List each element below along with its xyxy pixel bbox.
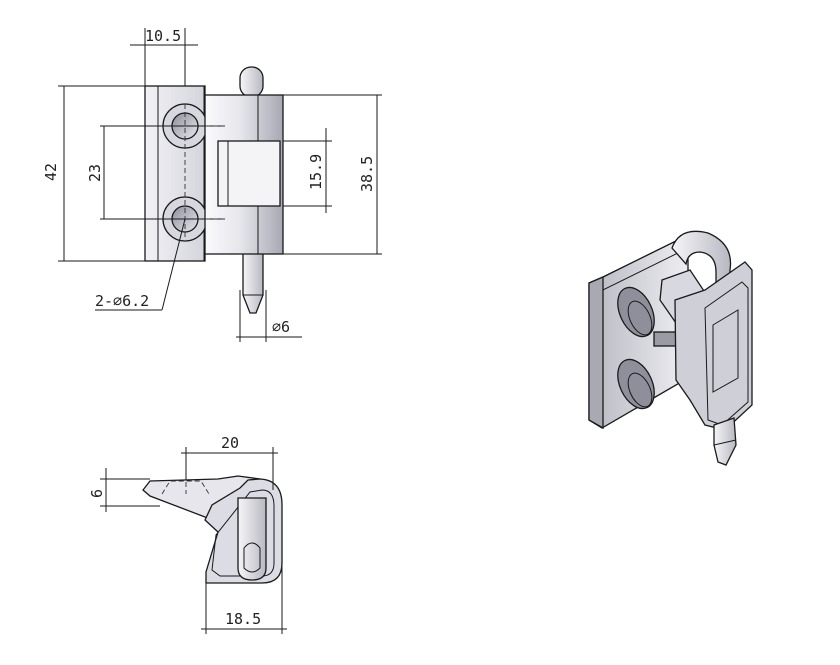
dim-bottom-width: 18.5 — [201, 563, 287, 634]
top-view — [142, 450, 283, 584]
top-view-pin — [237, 497, 267, 581]
iso-hole-lower — [617, 358, 655, 410]
dim-label-hole-callout: 2-∅6.2 — [95, 292, 149, 310]
iso-hole-upper — [617, 286, 655, 338]
isometric-view — [588, 230, 753, 466]
dim-label-flap-width: 10.5 — [145, 27, 181, 45]
dim-label-total-height: 42 — [42, 163, 60, 181]
dim-label-top-width: 20 — [221, 434, 239, 452]
pin-top — [239, 66, 264, 98]
dim-hole-spacing: 23 — [86, 126, 105, 219]
dim-label-body-height: 38.5 — [358, 156, 376, 192]
dim-label-knuckle-length: 15.9 — [307, 154, 325, 190]
dim-label-pin-diameter: ∅6 — [272, 318, 290, 336]
dim-top-thickness: 6 — [88, 468, 160, 512]
dim-flap-width: 10.5 — [130, 27, 198, 86]
dim-top-width: 20 — [181, 434, 278, 490]
dim-label-bottom-width: 18.5 — [225, 610, 261, 628]
front-view — [100, 66, 284, 314]
iso-pin-bottom — [713, 417, 737, 466]
dim-total-height: 42 — [42, 85, 145, 262]
dim-label-top-thickness: 6 — [88, 489, 106, 498]
dim-knuckle-length: 15.9 — [283, 128, 332, 213]
dim-label-hole-spacing: 23 — [86, 164, 104, 182]
dim-hole-callout: 2-∅6.2 — [95, 218, 186, 311]
dim-pin-diameter: ∅6 — [236, 290, 302, 342]
pin-bottom — [242, 249, 264, 314]
knuckle-window — [217, 140, 281, 207]
dim-body-height: 38.5 — [283, 94, 382, 255]
